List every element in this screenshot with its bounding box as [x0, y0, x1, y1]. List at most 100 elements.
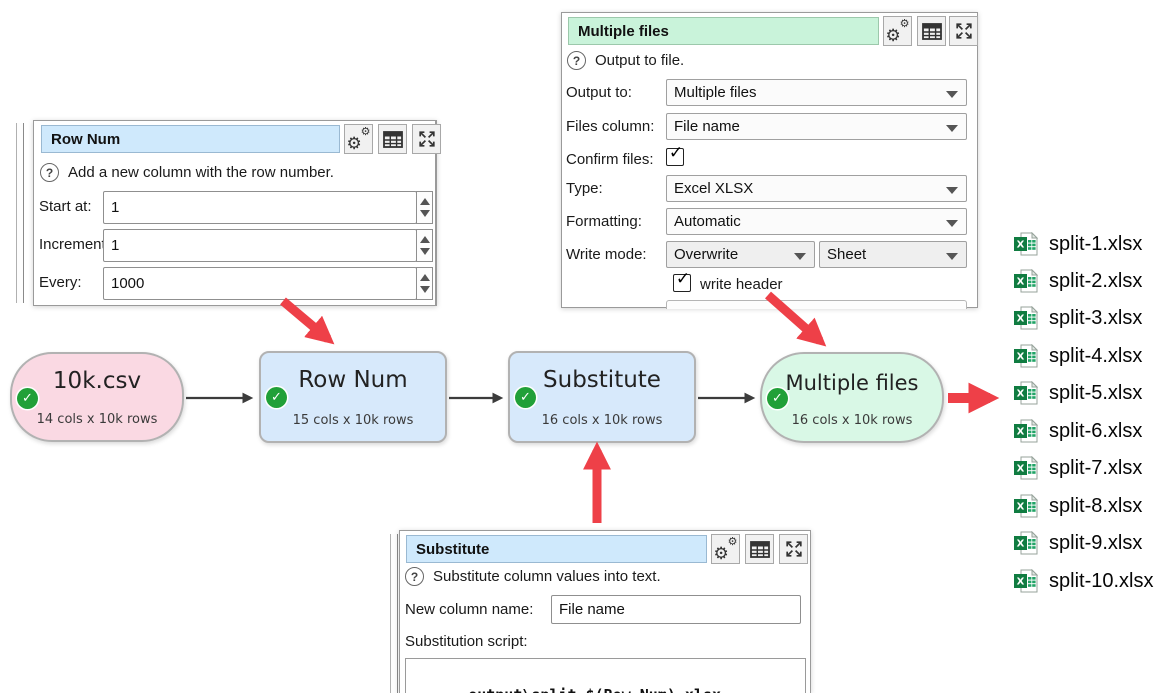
chevron-down-icon — [946, 91, 958, 98]
chevron-down-icon — [946, 187, 958, 194]
spin-up-icon[interactable] — [419, 198, 430, 205]
substitute-title-field[interactable]: Substitute — [406, 535, 707, 563]
expand-button[interactable] — [412, 124, 441, 154]
write-header-checkbox[interactable]: ✓ — [673, 271, 691, 292]
every-field[interactable]: 1000 — [103, 267, 417, 300]
panel-description: Output to file. — [595, 52, 685, 69]
gear-icon: ⚙⚙ — [885, 17, 910, 46]
node-title: Substitute — [543, 367, 661, 393]
file-name: split-7.xlsx — [1049, 456, 1143, 479]
new-column-name-label: New column name: — [405, 601, 534, 618]
substitution-script-editor[interactable]: output\split-$(Row Num).xlsx — [405, 658, 806, 693]
settings-button[interactable]: ⚙⚙ — [711, 534, 740, 564]
table-icon — [921, 22, 942, 40]
svg-text:X: X — [1017, 389, 1025, 400]
file-item[interactable]: X split-5.xlsx — [1014, 379, 1142, 407]
write-mode-select[interactable]: Overwrite — [666, 241, 815, 268]
files-column-label: Files column: — [566, 118, 655, 135]
expand-button[interactable] — [779, 534, 808, 564]
excel-file-icon: X — [1014, 569, 1038, 593]
spin-up-icon[interactable] — [419, 274, 430, 281]
svg-text:X: X — [1017, 464, 1025, 475]
file-item[interactable]: X split-10.xlsx — [1014, 567, 1153, 595]
type-select[interactable]: Excel XLSX — [666, 175, 967, 202]
confirm-files-checkbox[interactable]: ✓ — [666, 145, 684, 166]
start-at-stepper[interactable] — [416, 191, 433, 224]
excel-file-icon: X — [1014, 531, 1038, 555]
file-name: split-9.xlsx — [1049, 531, 1143, 554]
new-column-name-field[interactable]: File name — [551, 595, 801, 624]
spin-down-icon[interactable] — [419, 248, 430, 255]
flow-node-row-num[interactable]: ✓ Row Num 15 cols x 10k rows — [259, 351, 447, 443]
file-item[interactable]: X split-8.xlsx — [1014, 492, 1142, 520]
svg-text:X: X — [1017, 502, 1025, 513]
spin-down-icon[interactable] — [419, 210, 430, 217]
chevron-down-icon — [946, 220, 958, 227]
write-header-label: write header — [700, 276, 783, 293]
file-name: split-6.xlsx — [1049, 419, 1143, 442]
svg-text:X: X — [1017, 427, 1025, 438]
multiple-files-title-field[interactable]: Multiple files — [568, 17, 879, 45]
help-icon[interactable]: ? — [40, 163, 59, 182]
panel-title: Multiple files — [578, 22, 669, 40]
svg-text:X: X — [1017, 352, 1025, 363]
start-at-field[interactable]: 1 — [103, 191, 417, 224]
node-stats: 15 cols x 10k rows — [292, 413, 414, 428]
gear-icon: ⚙⚙ — [346, 125, 371, 154]
excel-file-icon: X — [1014, 269, 1038, 293]
file-name: split-8.xlsx — [1049, 494, 1143, 517]
table-view-button[interactable] — [745, 534, 774, 564]
settings-button[interactable]: ⚙⚙ — [344, 124, 373, 154]
flow-node-10k-csv[interactable]: ✓ 10k.csv 14 cols x 10k rows — [10, 352, 184, 442]
cropped-pane-edge — [16, 123, 24, 303]
file-item[interactable]: X split-6.xlsx — [1014, 417, 1142, 445]
file-item[interactable]: X split-4.xlsx — [1014, 342, 1142, 370]
sheet-mode-select[interactable]: Sheet — [819, 241, 967, 268]
table-view-button[interactable] — [378, 124, 407, 154]
settings-button[interactable]: ⚙⚙ — [883, 16, 912, 46]
row-num-title-field[interactable]: Row Num — [41, 125, 340, 153]
flow-node-substitute[interactable]: ✓ Substitute 16 cols x 10k rows — [508, 351, 696, 443]
file-item[interactable]: X split-2.xlsx — [1014, 267, 1142, 295]
file-item[interactable]: X split-9.xlsx — [1014, 529, 1142, 557]
every-stepper[interactable] — [416, 267, 433, 300]
node-stats: 16 cols x 10k rows — [791, 413, 913, 428]
write-mode-label: Write mode: — [566, 246, 647, 263]
cropped-pane-edge — [390, 534, 398, 693]
svg-text:X: X — [1017, 240, 1025, 251]
svg-text:X: X — [1017, 577, 1025, 588]
flow-node-multiple-files[interactable]: ✓ Multiple files 16 cols x 10k rows — [760, 352, 944, 443]
chevron-down-icon — [946, 125, 958, 132]
expand-button[interactable] — [949, 16, 978, 46]
excel-file-icon: X — [1014, 344, 1038, 368]
formatting-select[interactable]: Automatic — [666, 208, 967, 235]
excel-file-icon: X — [1014, 232, 1038, 256]
file-name: split-5.xlsx — [1049, 381, 1143, 404]
table-icon — [749, 540, 770, 558]
check-icon: ✓ — [668, 143, 684, 163]
spin-up-icon[interactable] — [419, 236, 430, 243]
files-column-select[interactable]: File name — [666, 113, 967, 140]
file-name: split-1.xlsx — [1049, 232, 1143, 255]
table-icon — [382, 130, 403, 148]
file-item[interactable]: X split-3.xlsx — [1014, 304, 1142, 332]
status-ok-icon: ✓ — [266, 387, 287, 408]
increment-field[interactable]: 1 — [103, 229, 417, 262]
table-view-button[interactable] — [917, 16, 946, 46]
file-name: split-10.xlsx — [1049, 569, 1154, 592]
help-icon[interactable]: ? — [405, 567, 424, 586]
spin-down-icon[interactable] — [419, 286, 430, 293]
help-icon[interactable]: ? — [567, 51, 586, 70]
increment-stepper[interactable] — [416, 229, 433, 262]
start-at-label: Start at: — [39, 198, 92, 215]
expand-icon — [785, 541, 802, 557]
status-ok-icon: ✓ — [767, 388, 788, 409]
file-item[interactable]: X split-7.xlsx — [1014, 454, 1142, 482]
expand-icon — [418, 131, 435, 147]
output-to-select[interactable]: Multiple files — [666, 79, 967, 106]
cropped-field-edge — [666, 300, 967, 309]
file-item[interactable]: X split-1.xlsx — [1014, 230, 1142, 258]
status-ok-icon: ✓ — [515, 387, 536, 408]
formatting-label: Formatting: — [566, 213, 642, 230]
